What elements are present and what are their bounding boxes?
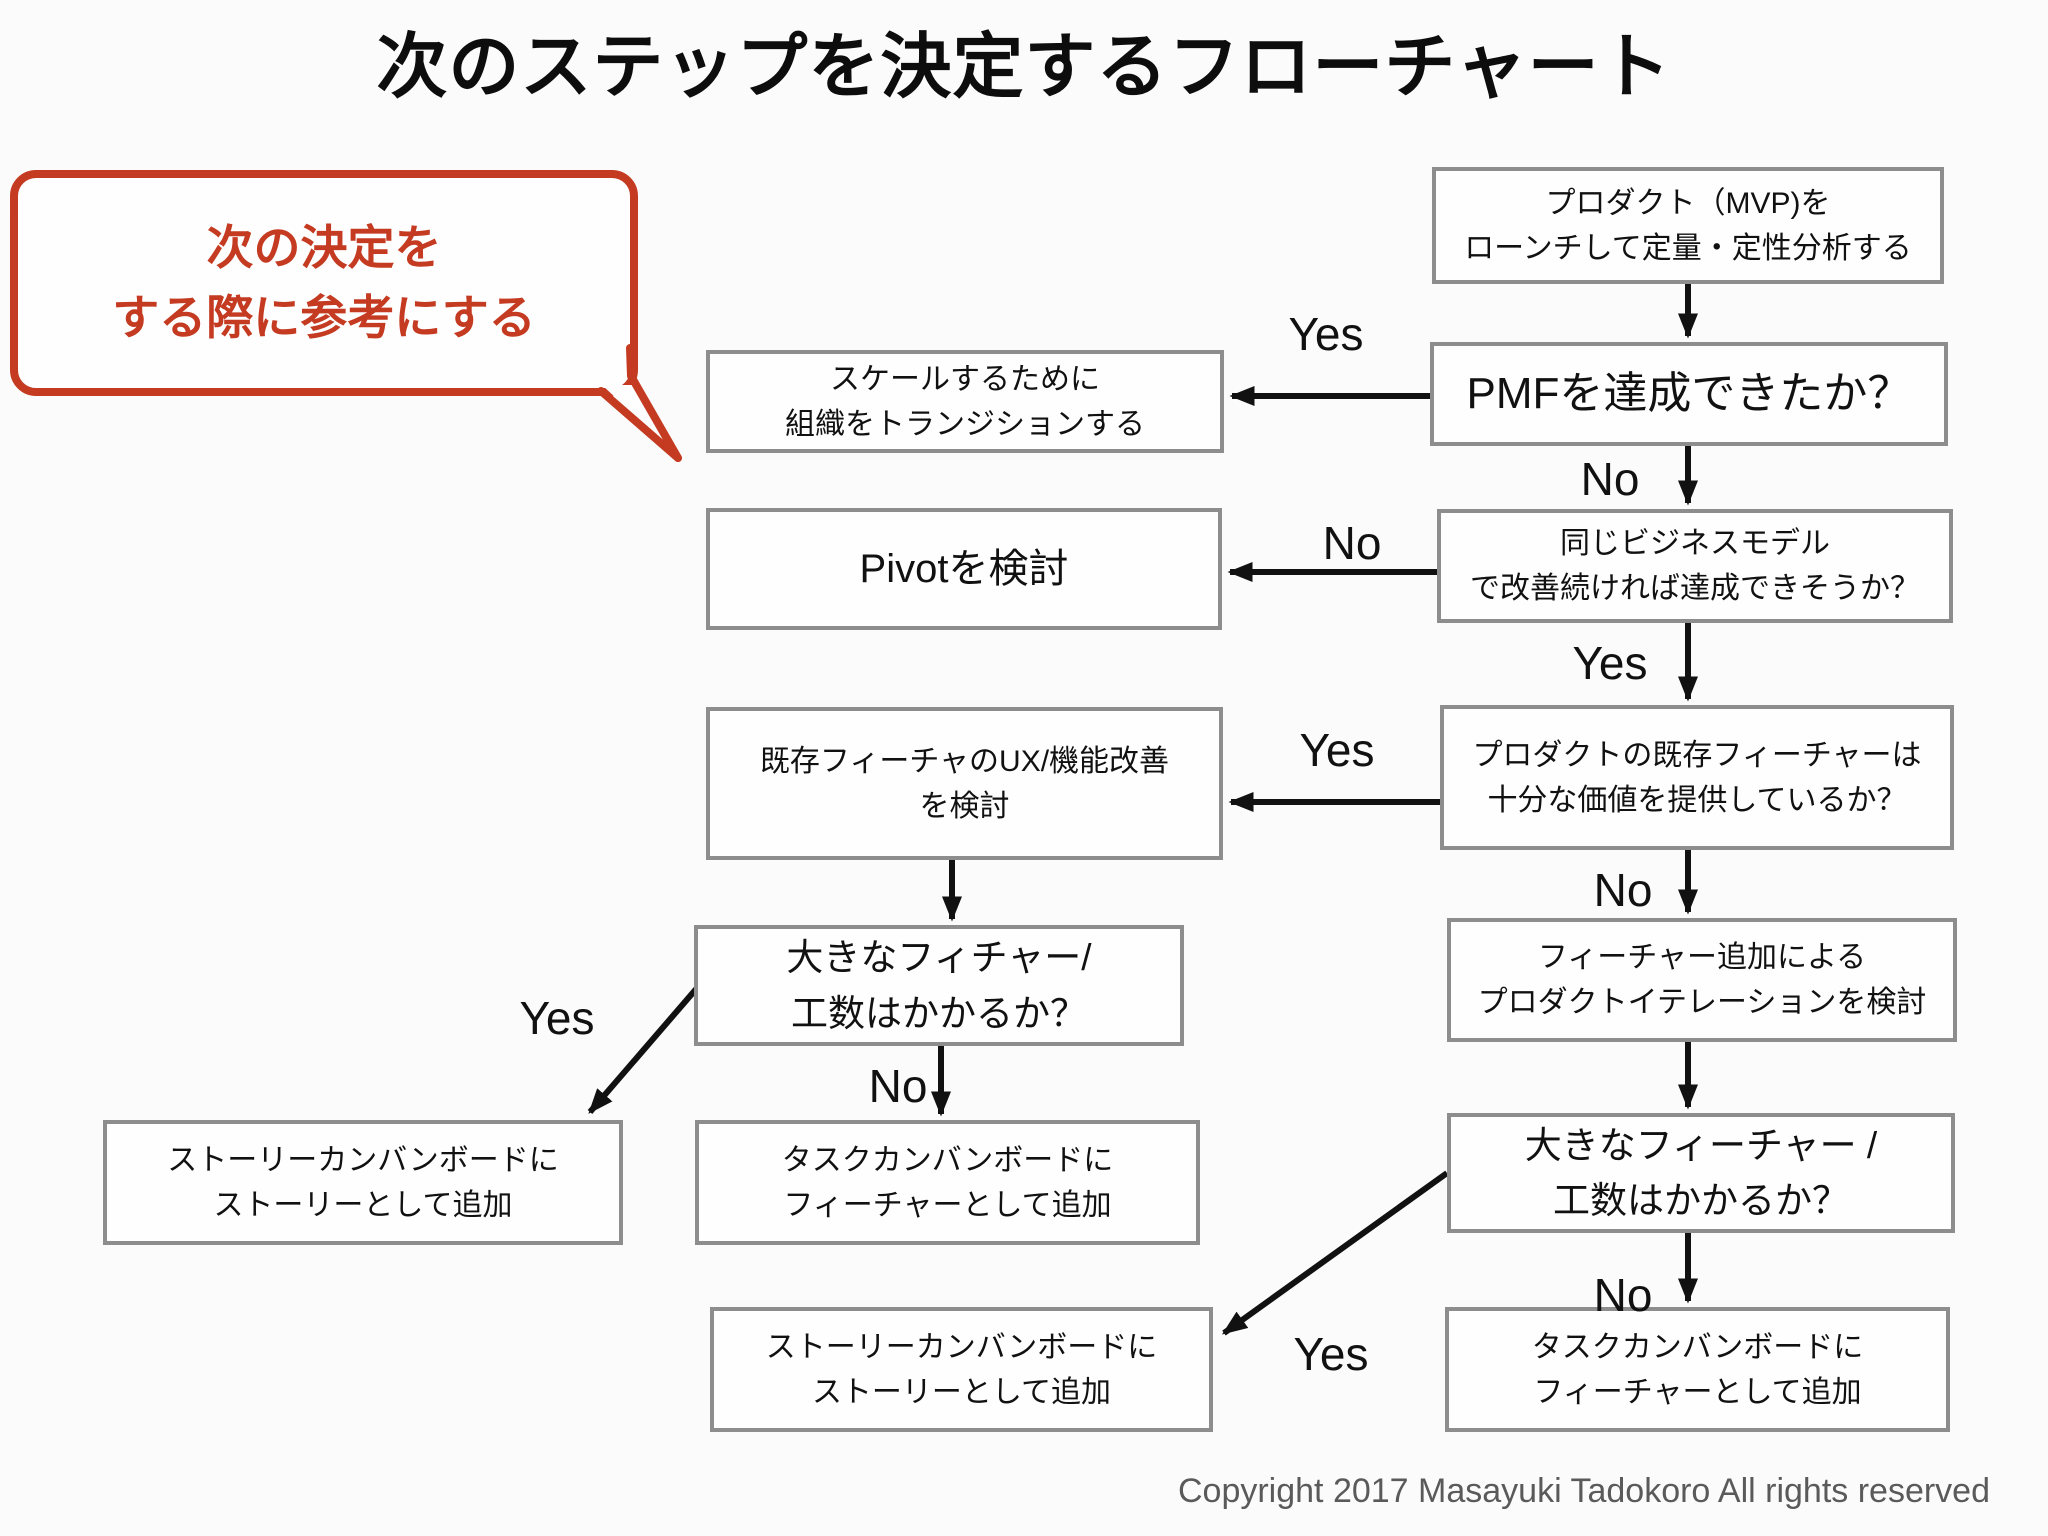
- node-story-kanban-bottom: ストーリーカンバンボードに ストーリーとして追加: [710, 1307, 1213, 1432]
- node-line: Pivotを検討: [859, 547, 1069, 591]
- node-line: タスクカンバンボードに: [1531, 1330, 1864, 1364]
- node-line: 既存フィーチャのUX/機能改善: [759, 744, 1170, 778]
- node-line: 同じビジネスモデル: [1560, 527, 1830, 560]
- edge-label-exist-ux: Yes: [1299, 724, 1375, 776]
- node-line: タスクカンバンボードに: [781, 1143, 1114, 1177]
- node-big-feature-left: 大きなフィチャー/ 工数はかかるか？: [694, 925, 1184, 1046]
- node-line: 大きなフィチャー/: [786, 937, 1092, 978]
- node-same-business-model: 同じビジネスモデル で改善続ければ達成できそうか？: [1437, 509, 1953, 623]
- flow-arrows: [587, 284, 1699, 1336]
- node-line: プロダクトイテレーションを検討: [1477, 986, 1927, 1019]
- copyright-text: Copyright 2017 Masayuki Tadokoro All rig…: [1177, 1472, 1990, 1510]
- node-pmf-question: PMFを達成できたか？: [1430, 342, 1948, 446]
- node-line: ストーリーカンバンボードに: [765, 1330, 1158, 1364]
- arrow-bigleft-story: [587, 986, 700, 1114]
- callout-bubble: [10, 170, 682, 462]
- node-line: ローンチして定量・定性分析する: [1464, 231, 1912, 265]
- node-line: スケールするために: [830, 362, 1100, 396]
- edge-label-same-pivot: No: [1322, 517, 1382, 569]
- node-line: を検討: [919, 789, 1010, 823]
- node-line: フィーチャーとして追加: [783, 1188, 1112, 1222]
- callout-text: 次の決定を する際に参考にする: [14, 174, 634, 392]
- edge-label-pmf-same: No: [1580, 453, 1640, 505]
- node-task-kanban-middle: タスクカンバンボードに フィーチャーとして追加: [695, 1120, 1200, 1245]
- node-add-feature-iteration: フィーチャー追加による プロダクトイテレーションを検討: [1447, 918, 1957, 1042]
- node-line: 大きなフィーチャー /: [1524, 1124, 1878, 1166]
- edge-label-pmf-scale: Yes: [1288, 308, 1364, 360]
- node-line: で改善続ければ達成できそうか？: [1470, 572, 1920, 605]
- arrow-bigright-story: [1221, 1170, 1449, 1336]
- node-line: プロダクト（MVP)を: [1545, 186, 1831, 220]
- node-line: 工数はかかるか？: [1553, 1180, 1849, 1221]
- node-consider-pivot: Pivotを検討: [706, 508, 1222, 630]
- node-story-kanban-left: ストーリーカンバンボードに ストーリーとして追加: [103, 1120, 623, 1245]
- node-line: 工数はかかるか？: [791, 992, 1087, 1034]
- node-existing-feature-value: プロダクトの既存フィーチャーは 十分な価値を提供しているか？: [1440, 705, 1954, 850]
- node-line: 十分な価値を提供しているか？: [1487, 783, 1907, 817]
- page-title: 次のステップを決定するフローチャート: [376, 28, 1672, 107]
- node-line: ストーリーカンバンボードに: [167, 1143, 559, 1177]
- node-line: フィーチャーとして追加: [1533, 1375, 1862, 1409]
- node-line: ストーリーとして追加: [811, 1375, 1112, 1409]
- edge-label-exist-add: No: [1593, 864, 1653, 916]
- node-launch-mvp: プロダクト（MVP)を ローンチして定量・定性分析する: [1432, 167, 1944, 284]
- node-big-feature-right: 大きなフィーチャー / 工数はかかるか？: [1447, 1113, 1955, 1233]
- callout-line: する際に参考にする: [112, 291, 536, 344]
- edge-label-same-exist: Yes: [1572, 637, 1648, 689]
- edge-label-bigr-story: Yes: [1293, 1328, 1369, 1380]
- node-line: 組織をトランジションする: [785, 407, 1145, 441]
- node-line: フィーチャー追加による: [1537, 941, 1867, 974]
- node-task-kanban-right: タスクカンバンボードに フィーチャーとして追加: [1445, 1307, 1950, 1432]
- node-ux-improvement: 既存フィーチャのUX/機能改善 を検討: [706, 707, 1223, 860]
- edge-label-bigl-task: No: [868, 1060, 928, 1112]
- node-scale-organization: スケールするために 組織をトランジションする: [706, 350, 1224, 453]
- edge-label-bigr-task: No: [1593, 1269, 1653, 1321]
- node-line: プロダクトの既存フィーチャーは: [1472, 738, 1922, 772]
- callout-line: 次の決定を: [206, 220, 442, 274]
- node-line: ストーリーとして追加: [213, 1188, 513, 1222]
- node-line: PMFを達成できたか？: [1466, 369, 1912, 418]
- edge-label-bigl-story: Yes: [519, 992, 595, 1044]
